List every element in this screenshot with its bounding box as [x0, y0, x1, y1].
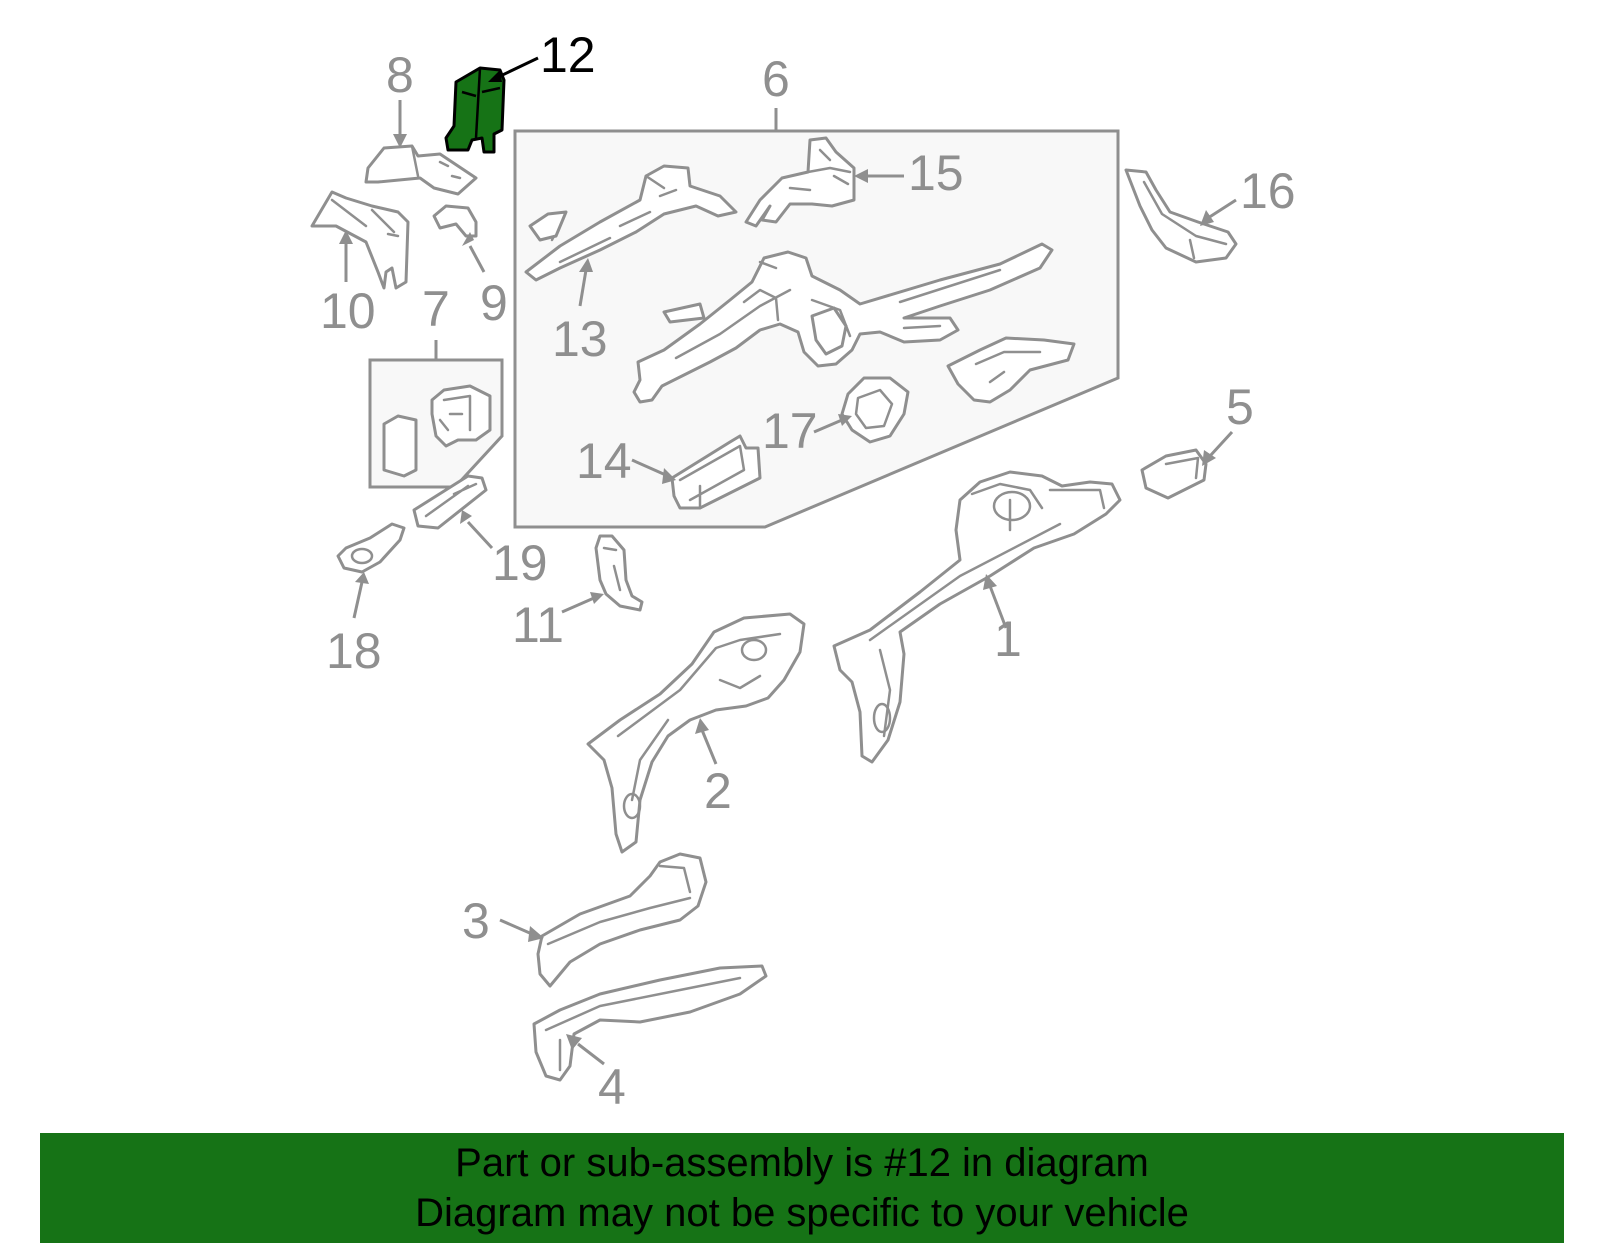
- banner-line-disclaimer: Diagram may not be specific to your vehi…: [415, 1191, 1189, 1235]
- part-14-channel: [631, 434, 762, 510]
- part-18-plate: [336, 522, 406, 619]
- callout-13: 13: [552, 311, 608, 367]
- callout-10: 10: [320, 283, 376, 339]
- part-12-bracket[interactable]: [444, 56, 539, 154]
- part-10-bracket: [310, 190, 410, 290]
- part-9-clip: [432, 204, 486, 273]
- part-8-bracket: [364, 100, 478, 196]
- part-7-kit: [382, 384, 492, 478]
- part-6-brace: [946, 336, 1076, 404]
- callout-8: 8: [386, 47, 414, 103]
- callout-16: 16: [1240, 163, 1296, 219]
- callout-5: 5: [1226, 379, 1254, 435]
- part-15-bracket: [744, 136, 904, 228]
- info-banner: Part or sub-assembly is #12 in diagram D…: [40, 1133, 1564, 1243]
- callout-15: 15: [908, 145, 964, 201]
- part-6-crossmember: [632, 242, 1054, 404]
- callout-9: 9: [480, 275, 508, 331]
- part-4-rail: [532, 964, 768, 1082]
- part-13-rail: [524, 164, 738, 307]
- callout-3: 3: [462, 893, 490, 949]
- callout-4: 4: [598, 1059, 626, 1115]
- callout-17: 17: [762, 403, 818, 459]
- part-1-rail: [832, 470, 1122, 764]
- callout-11: 11: [512, 597, 564, 653]
- callout-18: 18: [326, 623, 382, 679]
- callout-14: 14: [576, 433, 632, 489]
- callout-1: 1: [994, 611, 1022, 667]
- part-16-bracket: [1124, 168, 1238, 264]
- part-2-rail: [586, 612, 806, 854]
- callout-12[interactable]: 12: [540, 27, 596, 83]
- callout-7: 7: [422, 281, 450, 337]
- part-3-rail: [499, 852, 708, 988]
- part-11-bracket: [561, 534, 644, 614]
- callout-2: 2: [704, 763, 732, 819]
- callout-6: 6: [762, 51, 790, 107]
- part-19-bracket: [412, 474, 494, 550]
- part-5-bracket: [1140, 430, 1234, 500]
- callout-19: 19: [492, 535, 548, 591]
- part-17-plate: [813, 376, 910, 444]
- banner-line-part: Part or sub-assembly is #12 in diagram: [455, 1141, 1149, 1185]
